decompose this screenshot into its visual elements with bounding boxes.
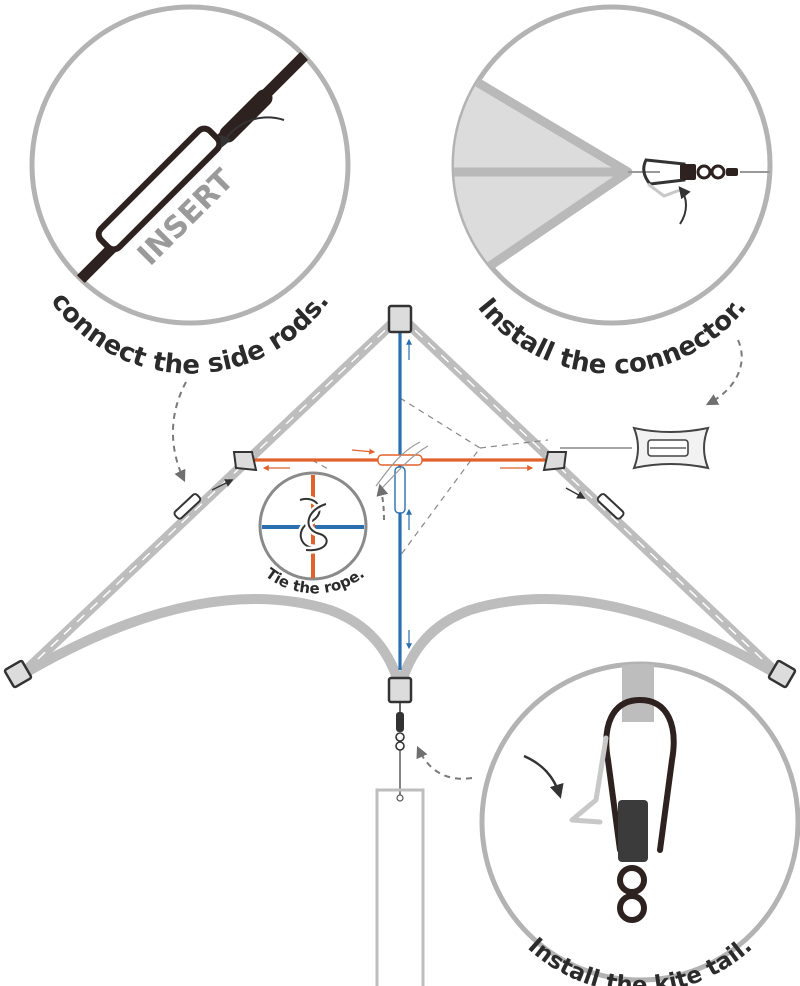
arrow-icon <box>171 381 187 483</box>
spar-sleeve <box>377 454 423 466</box>
kite-tail <box>375 788 425 986</box>
right-spar-clip <box>542 451 568 472</box>
left-wingtip-cap <box>3 659 33 689</box>
callout-side-rods: INSERT connect the side rods. <box>29 4 351 381</box>
right-wingtip-cap <box>767 659 797 689</box>
knot-icon <box>296 495 331 554</box>
tail-cap <box>387 676 413 704</box>
left-spar-clip <box>232 451 258 472</box>
bridle-line <box>399 397 481 557</box>
line-winder-icon <box>632 426 710 470</box>
arrow-icon <box>678 186 691 225</box>
left-rod-joint <box>173 493 202 520</box>
arrow-icon <box>376 483 389 521</box>
frame-connectors <box>3 304 797 704</box>
snap-body <box>618 800 648 862</box>
clip-icon <box>642 158 696 198</box>
rod-ferrule <box>95 125 223 253</box>
arrow-icon <box>220 116 285 149</box>
nose-cap <box>387 304 413 334</box>
arrow-icon <box>416 745 473 780</box>
arrow-icon <box>705 339 743 406</box>
sail-fragment <box>454 60 628 300</box>
swivel-icon <box>696 164 738 180</box>
callout-connector: Install the connector. <box>451 4 773 381</box>
right-rod-joint <box>596 493 625 520</box>
spine-sleeve <box>394 466 406 514</box>
spine-rod <box>394 330 412 670</box>
callout-kite-tail: Install the kite tail. <box>479 661 800 986</box>
tail-strip <box>622 664 654 722</box>
arrow-icon <box>523 754 564 799</box>
tail-attachment <box>375 702 425 986</box>
callout-knot: Tie the rope. <box>258 471 368 597</box>
pointer-arrows <box>171 339 743 780</box>
